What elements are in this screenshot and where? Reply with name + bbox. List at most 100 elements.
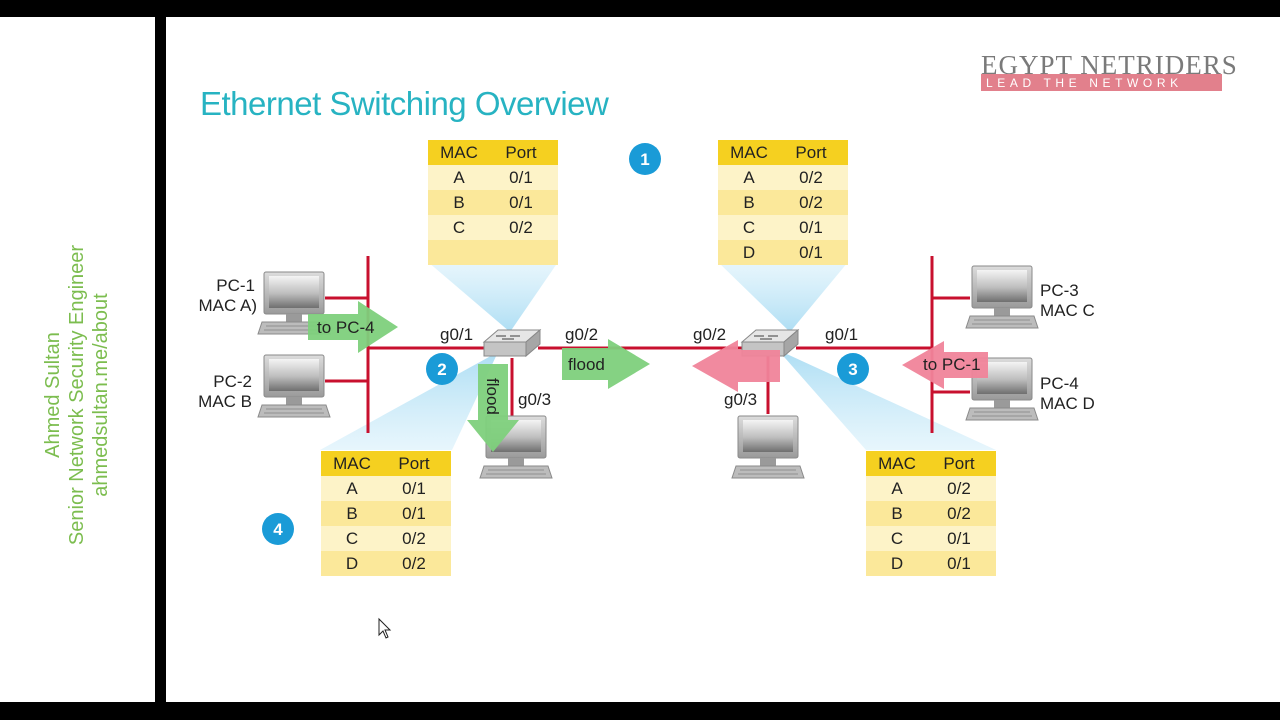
table-row [718,240,848,265]
table-row [718,190,848,215]
table-row [321,526,451,551]
table-header-row [428,140,558,165]
bottom-letterbox [0,702,1280,720]
top-letterbox [0,0,1280,17]
pc-1-name: PC-1 [216,276,255,295]
mac-cell: C [346,529,358,548]
port-sw2-g01: g0/1 [825,325,858,344]
step-badge-1: 1 [629,143,661,175]
arrow-to-pc4: to PC-4 [308,301,398,353]
arrow-flood-right: flood [562,339,650,389]
port-cell: 0/1 [947,529,971,548]
panel-divider [155,17,166,702]
table-header-cell: MAC [878,454,916,473]
arrow-flood-down-label: flood [483,378,502,415]
table-row [866,526,996,551]
egypt-netriders-logo: EGYPT NETRIDERS LEAD THE NETWORK [981,50,1237,91]
mac-cell: B [346,504,357,523]
mac-cell: B [453,193,464,212]
mac-cell: C [891,529,903,548]
mac-cell: D [346,554,358,573]
arrow-to-pc1-label: to PC-1 [923,355,981,374]
beam-sw1-bottom [320,352,498,450]
slide-title: Ethernet Switching Overview [200,85,609,122]
presenter-credit: Ahmed Sultan Senior Network Security Eng… [41,245,113,545]
svg-text:3: 3 [848,360,857,379]
table-row [866,476,996,501]
port-cell: 0/2 [947,479,971,498]
beam-sw1-top [428,262,558,332]
table-row [321,501,451,526]
port-cell: 0/2 [947,504,971,523]
mouse-cursor-icon [378,617,392,639]
mac-cell: D [743,243,755,262]
port-cell: 0/2 [402,554,426,573]
svg-text:1: 1 [640,150,649,169]
sw2-g03-computer-icon [731,415,805,479]
presenter-role: Senior Network Security Engineer [66,244,88,546]
port-cell: 0/1 [799,243,823,262]
table-header-cell: Port [795,143,826,162]
table-header-cell: MAC [730,143,768,162]
pc-2-mac: MAC B [198,392,252,411]
pc-3-mac: MAC C [1040,301,1095,320]
presenter-panel: Ahmed Sultan Senior Network Security Eng… [0,17,155,702]
port-cell: 0/1 [509,168,533,187]
table-row [321,551,451,576]
switch-1-icon [483,329,541,357]
presenter-name: Ahmed Sultan [42,332,64,458]
table-row [428,215,558,240]
pc-2-computer-icon [257,354,331,418]
table-header-cell: MAC [440,143,478,162]
mac-cell: C [453,218,465,237]
svg-text:4: 4 [273,520,283,539]
table-header-cell: Port [943,454,974,473]
port-sw2-g03: g0/3 [724,390,757,409]
switching-diagram: Ethernet Switching Overview EGYPT NETRID… [198,50,1237,639]
port-cell: 0/1 [402,504,426,523]
arrow-to-pc4-label: to PC-4 [317,318,375,337]
pc-4-mac: MAC D [1040,394,1095,413]
pc-3-name: PC-3 [1040,281,1079,300]
pc-1-mac: MAC A) [198,296,257,315]
table-row [718,165,848,190]
port-sw2-g02: g0/2 [693,325,726,344]
table-row [866,501,996,526]
mac-cell: D [891,554,903,573]
table-header-row [866,451,996,476]
pc-3-computer-icon [965,265,1039,329]
table-header-cell: MAC [333,454,371,473]
port-cell: 0/1 [947,554,971,573]
table-header-row [718,140,848,165]
mac-cell: A [891,479,903,498]
table-row [866,551,996,576]
presenter-url: ahmedsultan.me/about [90,293,112,497]
logo-tagline: LEAD THE NETWORK [986,76,1183,90]
arrow-flood-down: flood [467,364,519,452]
table-row [428,190,558,215]
mac-cell: A [453,168,465,187]
mac-cell: C [743,218,755,237]
table-row [428,240,558,265]
slide: Ethernet Switching Overview EGYPT NETRID… [166,17,1280,702]
pc-2-name: PC-2 [213,372,252,391]
table-header-cell: Port [505,143,536,162]
port-cell: 0/2 [799,168,823,187]
step-badge-2: 2 [426,353,458,385]
arrow-to-pc1-pink [692,340,780,392]
port-cell: 0/2 [402,529,426,548]
arrow-to-pc1: to PC-1 [902,341,988,389]
port-cell: 0/1 [402,479,426,498]
mac-cell: B [891,504,902,523]
port-sw1-g02: g0/2 [565,325,598,344]
table-row [428,165,558,190]
beam-sw2-top [718,262,848,332]
port-sw1-g01: g0/1 [440,325,473,344]
pc-4-name: PC-4 [1040,374,1079,393]
arrow-flood-right-label: flood [568,355,605,374]
mac-cell: B [743,193,754,212]
